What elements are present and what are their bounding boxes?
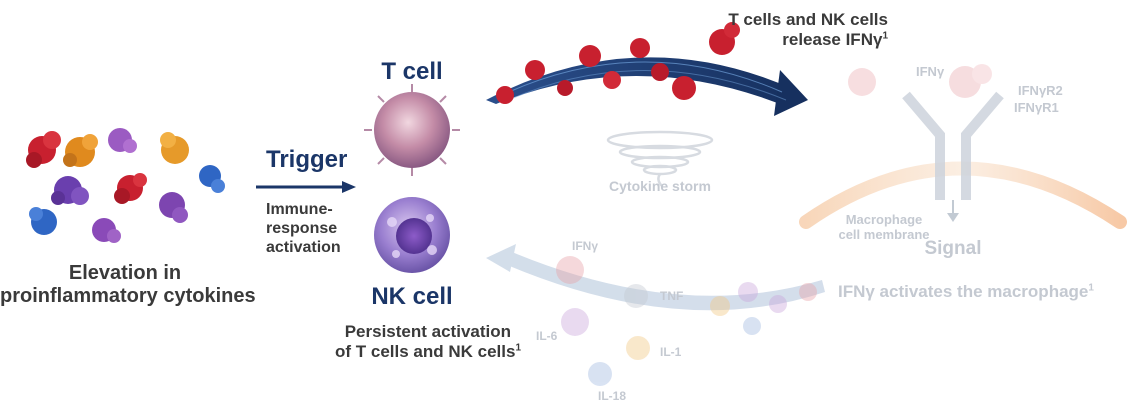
elevation-caption: Elevation in proinflammatory cytokines (0, 262, 256, 308)
cytokine-cluster (26, 128, 225, 243)
tornado-icon (606, 130, 714, 187)
elevation-caption-line2: proinflammatory cytokines (0, 285, 256, 307)
ifng-molecules (496, 22, 740, 104)
ifng-release-arrow (486, 57, 808, 116)
cytokine-blob-orange (63, 134, 98, 167)
cytokine-blob-red (114, 173, 147, 204)
macrophage-membrane-label: Macrophage cell membrane (836, 212, 932, 243)
persistent-line2: of T cells and NK cells (335, 341, 516, 361)
trigger-arrow (256, 181, 356, 193)
cytokine-blob-blue (199, 165, 225, 193)
faded-cytokine-molecules (556, 256, 817, 386)
ifngr1-label: IFNγR1 (1014, 100, 1059, 115)
signal-label: Signal (924, 238, 982, 259)
trigger-line3: activation (266, 239, 341, 257)
trigger-description: Immune- response activation (266, 200, 341, 258)
release-line2: release IFNγ (782, 29, 883, 49)
persistent-activation-caption: Persistent activation of T cells and NK … (335, 322, 521, 361)
il1-label: IL-1 (660, 345, 682, 359)
elevation-caption-line1: Elevation in (68, 262, 182, 284)
faded-ifng-molecules (848, 64, 992, 98)
cytokine-blob-orange (160, 132, 189, 164)
cytokine-blob-blue (29, 207, 57, 235)
activates-text: IFNγ activates the macrophage (838, 282, 1089, 301)
cytokine-blob-purple (108, 128, 137, 153)
trigger-line2: response (266, 220, 338, 238)
release-footnote: 1 (882, 29, 888, 41)
nk-cell-label: NK cell (371, 283, 453, 310)
release-line1: T cells and NK cells (728, 10, 888, 29)
persistent-activation-arrow (486, 244, 825, 311)
membrane-line2: cell membrane (838, 226, 930, 242)
cytokine-blob-purple (159, 192, 188, 223)
ifng-receptor (902, 91, 1004, 222)
nk-cell-illustration (374, 197, 450, 273)
trigger-title: Trigger (266, 146, 348, 173)
membrane-line1: Macrophage (845, 212, 923, 227)
ifngr2-label: IFNγR2 (1018, 83, 1063, 98)
t-cell-illustration (364, 84, 460, 176)
macrophage-activation-caption: IFNγ activates the macrophage1 (838, 282, 1094, 302)
trigger-line1: Immune- (266, 201, 333, 218)
cytokine-blob-red (26, 131, 61, 168)
activates-footnote: 1 (1088, 282, 1094, 294)
il6-label: IL-6 (536, 329, 558, 343)
t-cell-label: T cell (381, 58, 443, 85)
il18-label: IL-18 (598, 389, 627, 403)
persistent-footnote: 1 (515, 341, 522, 353)
bottom-ifng-label: IFNγ (572, 239, 599, 253)
cytokine-storm-label: Cytokine storm (609, 178, 711, 194)
cytokine-blob-purple (92, 218, 121, 243)
tnf-label: TNF (660, 289, 684, 303)
ifng-release-caption: T cells and NK cells release IFNγ1 (720, 10, 888, 49)
receptor-ifng-label: IFNγ (916, 64, 945, 79)
cytokine-blob-purple (51, 176, 89, 205)
persistent-line1: Persistent activation (344, 322, 511, 341)
